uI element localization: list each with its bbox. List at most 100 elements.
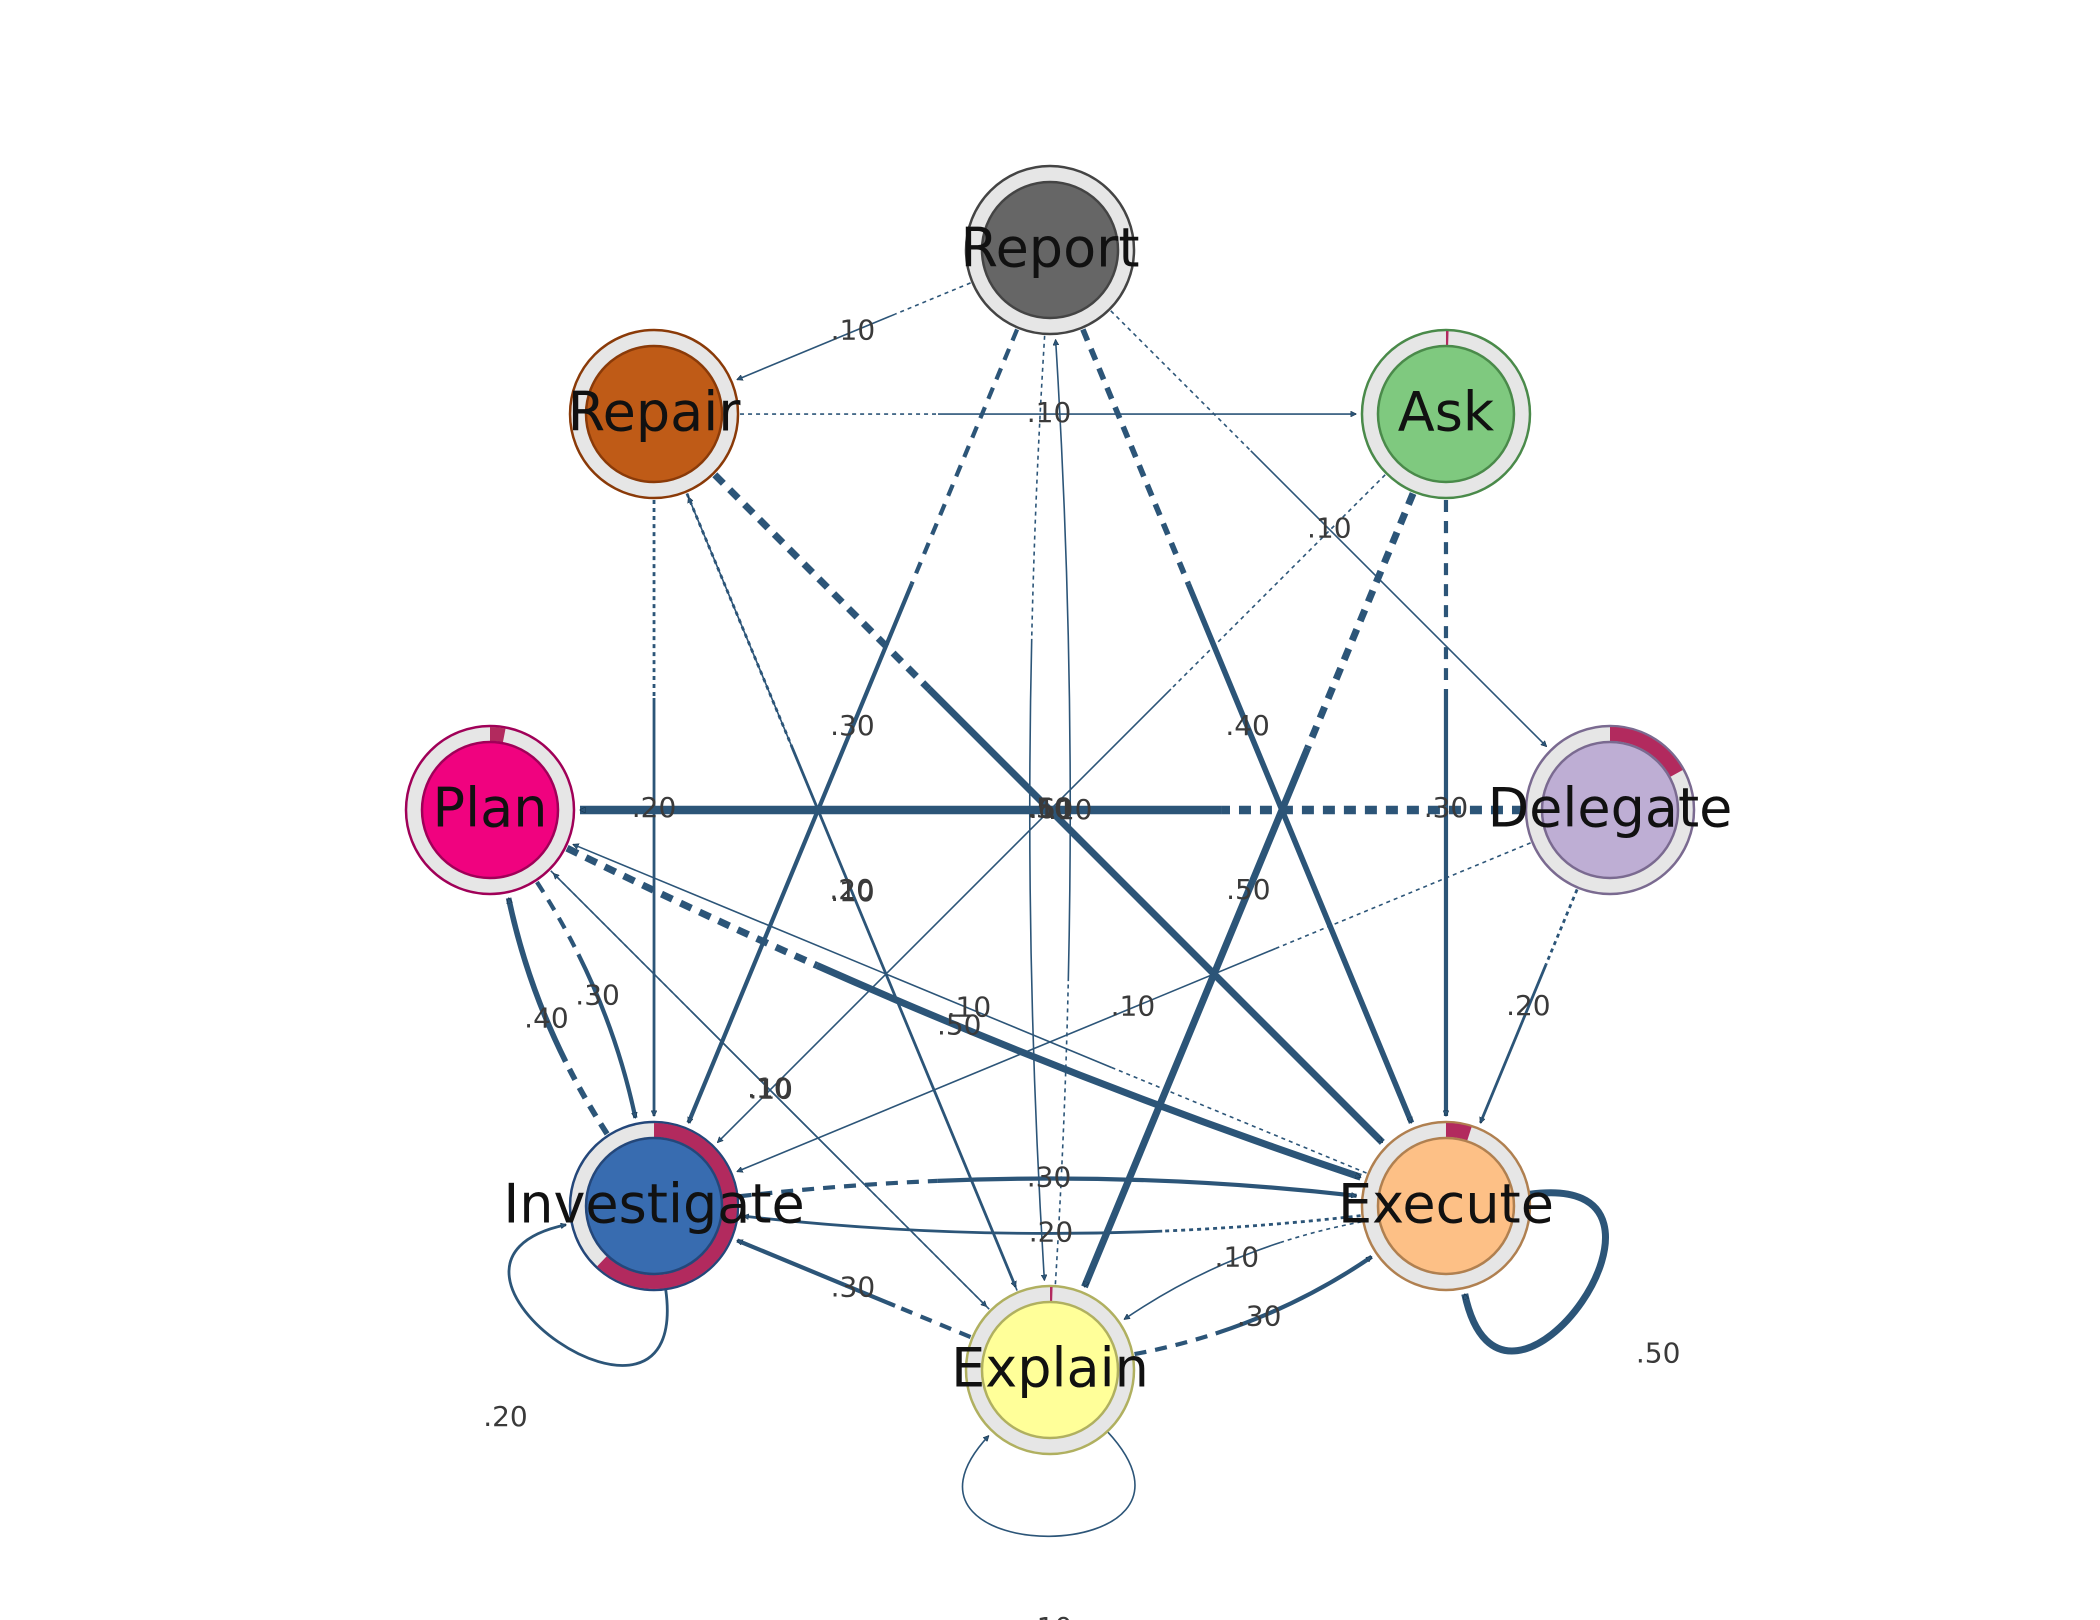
edge-delegate-to-investigate-tail: [1275, 842, 1531, 950]
edge-plan-to-investigate-label: .30: [575, 978, 620, 1011]
edge-explain-to-report-tail: [1054, 981, 1070, 1285]
edge-investigate-to-plan: [505, 898, 610, 1136]
edges-layer: [505, 282, 1609, 1538]
edge-ask-to-investigate-tail: [1170, 474, 1386, 690]
node-explain: Explain: [951, 1284, 1149, 1456]
edge-execute-to-execute: [1461, 1189, 1609, 1355]
node-ask: Ask: [1360, 328, 1532, 500]
edge-explain-to-explain-label: .10: [1028, 1611, 1073, 1620]
edge-explain-to-plan-tail: [848, 1168, 990, 1310]
node-plan: Plan: [404, 724, 576, 896]
edge-report-to-investigate: [686, 328, 1020, 1122]
edge-explain-to-report-line: [1056, 340, 1072, 982]
edge-delegate-to-execute-line: [1479, 964, 1548, 1123]
edge-plan-to-investigate-line: [576, 953, 635, 1118]
edge-report-to-delegate: [1110, 310, 1547, 747]
edge-explain-to-explain: [961, 1430, 1136, 1538]
node-repair-label: Repair: [568, 381, 742, 444]
edge-execute-to-investigate-tail: [1162, 1214, 1361, 1233]
node-ask-core: [1376, 344, 1516, 484]
edge-execute-to-plan-line: [573, 844, 1113, 1069]
edge-repair-to-execute-tail: [712, 472, 932, 692]
edge-execute-to-plan: [573, 844, 1367, 1174]
edge-ask-to-explain-tail: [1304, 492, 1417, 750]
edge-execute-to-investigate: [743, 1214, 1361, 1235]
edge-execute-to-explain-label: .10: [1215, 1240, 1260, 1273]
edge-explain-to-plan: [554, 874, 990, 1310]
edge-repair-to-execute-label: .50: [1027, 791, 1072, 824]
edge-labels-layer: .10.30.40.10.10.10.20.50.20.10.50.30.10.…: [483, 314, 1680, 1620]
edge-execute-to-execute-line: [1461, 1189, 1609, 1355]
node-repair-core: [584, 344, 724, 484]
edge-plan-to-investigate-tail: [535, 880, 581, 956]
node-explain-label: Explain: [951, 1337, 1149, 1400]
edge-delegate-to-execute: [1479, 888, 1579, 1123]
edge-report-to-execute-label: .40: [1225, 709, 1270, 742]
node-plan-highlight-arc: [407, 727, 573, 893]
edge-explain-to-investigate-tail: [894, 1303, 972, 1340]
edge-repair-to-execute: [712, 472, 1385, 1145]
node-investigate-highlight-arc: [571, 1122, 738, 1289]
edge-execute-to-explain-tail: [1280, 1221, 1362, 1244]
edge-investigate-to-execute-label: .30: [1027, 1161, 1072, 1194]
node-report-core: [980, 180, 1120, 320]
edge-explain-to-execute: [1134, 1255, 1373, 1357]
edge-investigate-to-plan-tail: [563, 1060, 610, 1136]
node-plan-label: Plan: [433, 777, 548, 840]
edge-explain-to-report-label: .10: [1048, 793, 1093, 826]
edge-ask-to-investigate: [718, 474, 1386, 1143]
edge-report-to-execute-line: [1185, 583, 1415, 1124]
node-execute-highlight-arc: [1362, 1122, 1529, 1289]
node-explain-core: [980, 1300, 1120, 1440]
edge-execute-to-investigate-line: [743, 1216, 1163, 1235]
edge-explain-to-repair: [688, 497, 1018, 1291]
node-report: Report: [960, 164, 1140, 336]
edge-plan-to-execute: [565, 845, 1362, 1181]
edge-repair-to-ask-label: .10: [1027, 396, 1072, 429]
edge-investigate-to-execute-tail: [739, 1178, 938, 1199]
edge-investigate-to-plan-line: [505, 898, 569, 1063]
node-execute: Execute: [1338, 1120, 1554, 1292]
node-explain-highlight-arc: [967, 1287, 1133, 1453]
edge-delegate-to-investigate: [737, 842, 1531, 1172]
edge-plan-to-explain-label: .10: [747, 1071, 792, 1104]
edge-execute-to-plan-tail: [1111, 1066, 1367, 1174]
edge-report-to-execute-tail: [1080, 328, 1191, 586]
edge-report-to-delegate-line: [1250, 450, 1547, 747]
edge-investigate-to-investigate-line: [507, 1225, 669, 1367]
node-report-label: Report: [960, 217, 1139, 280]
edge-investigate-to-execute-line: [937, 1176, 1357, 1196]
node-plan-core: [420, 740, 560, 880]
edge-explain-to-investigate: [737, 1238, 972, 1340]
node-investigate: Investigate: [503, 1120, 805, 1292]
edge-report-to-repair-tail: [894, 282, 971, 315]
edge-report-to-delegate-tail: [1110, 310, 1252, 452]
edge-execute-to-explain-line: [1124, 1241, 1281, 1320]
edge-delegate-to-plan-label: .60: [1029, 792, 1074, 825]
edge-repair-to-investigate-label: .20: [632, 791, 677, 824]
edge-execute-to-execute-label: .50: [1636, 1337, 1681, 1370]
node-ask-label: Ask: [1398, 381, 1495, 444]
edge-explain-to-report: [1054, 340, 1072, 1285]
edge-execute-to-investigate-label: .20: [1029, 1215, 1074, 1248]
edge-report-to-investigate-label: .30: [830, 709, 875, 742]
edge-investigate-to-investigate: [507, 1225, 669, 1367]
edge-delegate-to-execute-tail: [1544, 888, 1579, 966]
edge-execute-to-explain: [1124, 1221, 1362, 1320]
edge-explain-to-repair-tail: [910, 1035, 1018, 1291]
node-ask-highlight-arc: [1362, 331, 1529, 498]
edge-plan-to-execute-tail: [565, 845, 819, 969]
edge-report-to-repair-label: .10: [831, 314, 876, 347]
edge-investigate-to-plan-label: .40: [524, 1002, 569, 1035]
edge-delegate-to-investigate-label: .10: [1111, 990, 1156, 1023]
edge-delegate-to-execute-label: .20: [1506, 989, 1551, 1022]
edge-plan-to-execute-label: .50: [937, 1009, 982, 1042]
edge-investigate-to-execute: [739, 1176, 1357, 1199]
edge-ask-to-explain: [1081, 492, 1417, 1289]
edge-report-to-delegate-label: .10: [1307, 511, 1352, 544]
edge-plan-to-investigate: [535, 880, 635, 1118]
edge-ask-to-execute-label: .30: [1424, 791, 1469, 824]
edge-report-to-investigate-tail: [909, 328, 1020, 585]
